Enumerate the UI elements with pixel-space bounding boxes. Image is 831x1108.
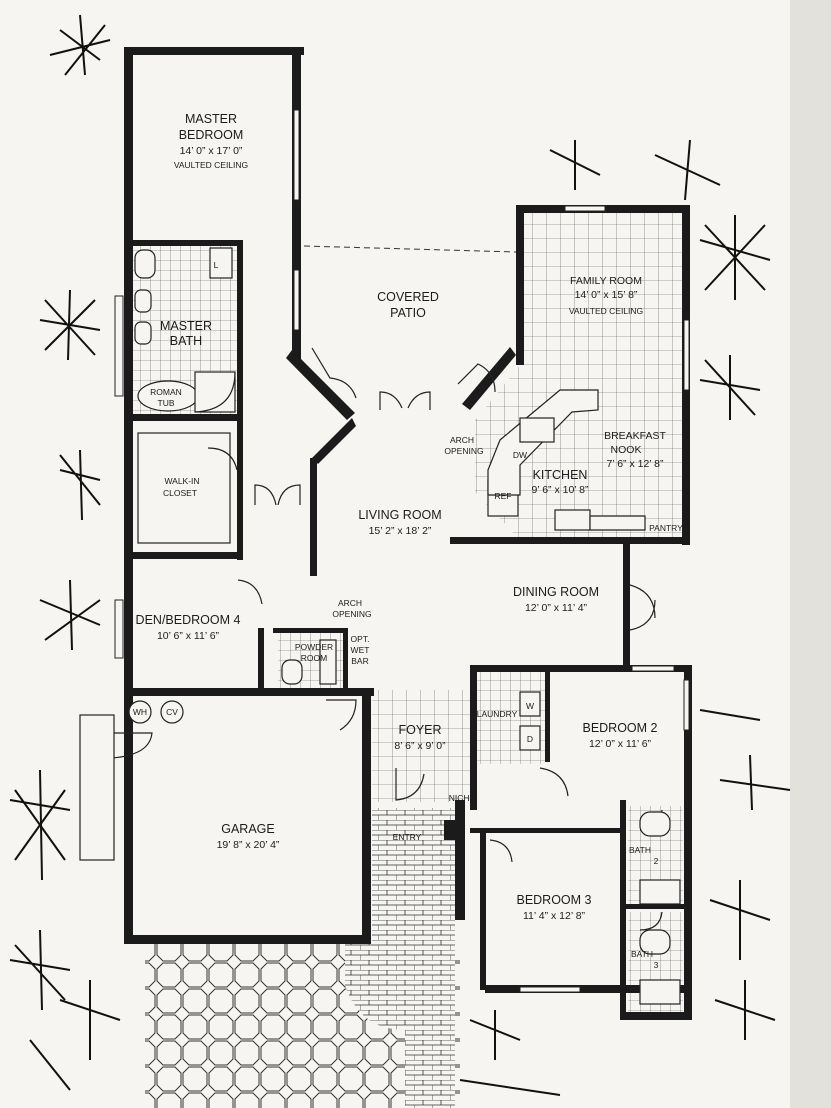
garage-size: 19’ 8” x 20’ 4” [217,839,280,851]
wall-edge [790,0,831,1108]
bath-3-name-2: 3 [654,960,659,970]
wet-bar-name-3: BAR [351,656,368,666]
arch-opening-kitchen-1: ARCH [450,435,474,445]
dw-label: DW [513,450,527,460]
bedroom-2-size: 12’ 0” x 11’ 6” [589,738,652,750]
master-bedroom-note: VAULTED CEILING [174,160,248,170]
master-bath-name-2: BATH [170,334,202,348]
garage-name: GARAGE [221,822,275,836]
entry-label: ENTRY [393,832,422,842]
cv-label: CV [166,707,178,717]
bath-2-name-2: 2 [654,856,659,866]
wh-label: WH [133,707,147,717]
pantry-label: PANTRY [649,523,683,533]
room-labels: MASTER BEDROOM 14’ 0” x 17’ 0” VAULTED C… [133,112,683,970]
den-size: 10’ 6” x 11’ 6” [157,630,220,642]
breakfast-nook-name-2: NOOK [611,444,642,456]
driveway [145,808,460,1108]
bath-2-name-1: BATH [629,845,651,855]
wet-bar-name-1: OPT. [351,634,370,644]
foyer-name: FOYER [398,723,441,737]
landscape-plants [9,14,791,1096]
powder-room-name-2: ROOM [301,653,327,663]
niche-label: NICHE [449,793,476,803]
kitchen-size: 9’ 6” x 10’ 8” [532,484,589,496]
covered-patio-name-1: COVERED [377,290,439,304]
arch-opening-living-1: ARCH [338,598,362,608]
master-bedroom-name-1: MASTER [185,112,237,126]
d-label: D [527,734,533,744]
doors [111,347,663,931]
breakfast-nook-size: 7’ 6” x 12’ 8” [607,458,664,470]
family-room-name: FAMILY ROOM [570,275,642,287]
family-room-size: 14’ 0” x 15’ 8” [575,289,638,301]
dining-room-size: 12’ 0” x 11’ 4” [525,602,588,614]
master-bath-name-1: MASTER [160,319,212,333]
living-room-name: LIVING ROOM [358,508,441,522]
living-room-size: 15’ 2” x 18’ 2” [369,525,432,537]
kitchen-name: KITCHEN [533,468,588,482]
wet-bar-name-2: WET [351,645,370,655]
patio-edge [303,245,517,253]
windows [114,109,690,993]
powder-room-name-1: POWDER [295,642,333,652]
arch-opening-living-2: OPENING [332,609,371,619]
bath-3-name-1: BATH [631,949,653,959]
dining-room-name: DINING ROOM [513,585,599,599]
bedroom-2-name: BEDROOM 2 [582,721,657,735]
family-room-note: VAULTED CEILING [569,306,643,316]
arch-opening-kitchen-2: OPENING [444,446,483,456]
walk-in-closet-name-2: CLOSET [163,488,197,498]
bedroom-3-size: 11’ 4” x 12’ 8” [523,910,586,922]
roman-tub-name-1: ROMAN [150,387,182,397]
w-label: W [526,701,534,711]
ref-label: REF [495,491,512,501]
fixtures [79,247,681,1005]
master-bedroom-name-2: BEDROOM [179,128,244,142]
covered-patio-name-2: PATIO [390,306,426,320]
foyer-size: 8’ 6” x 9’ 0” [394,740,446,752]
den-name: DEN/BEDROOM 4 [136,613,241,627]
master-bedroom-size: 14’ 0” x 17’ 0” [180,145,243,157]
bedroom-3-name: BEDROOM 3 [516,893,591,907]
laundry-label: LAUNDRY [477,709,518,719]
walk-in-closet-name-1: WALK-IN [164,476,199,486]
roman-tub-name-2: TUB [158,398,175,408]
breakfast-nook-name-1: BREAKFAST [604,430,666,442]
l-label: L [214,260,219,270]
